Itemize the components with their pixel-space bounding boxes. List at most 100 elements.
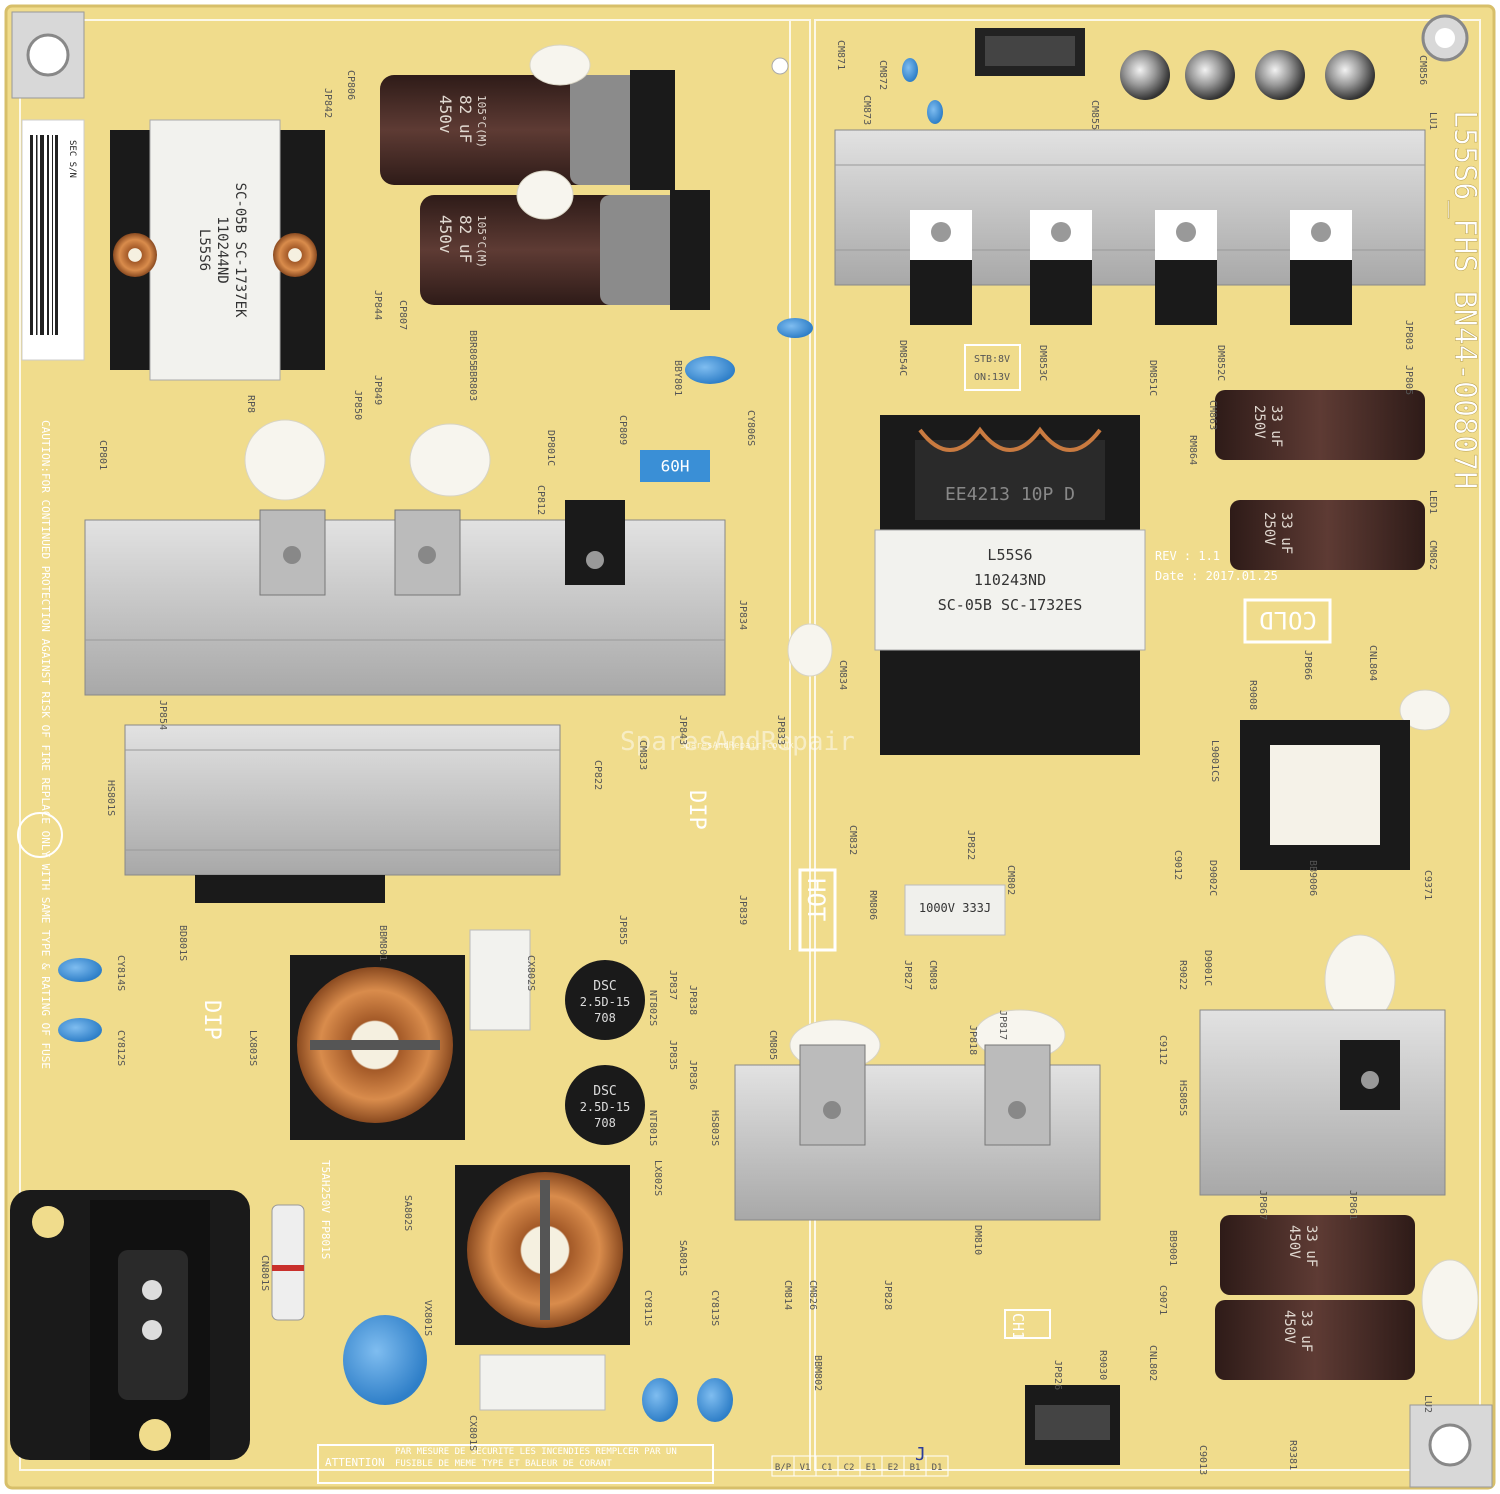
label-c9371: C9371 <box>1422 870 1433 900</box>
label-lx802s: LX802S <box>652 1160 663 1196</box>
main-transformer: EE4213 10P D L55S6 110243ND SC-05B SC-17… <box>874 415 1146 755</box>
label-jp842: JP842 <box>322 88 333 118</box>
label-cx801s: CX801S <box>467 1415 478 1451</box>
cap-right-low-1-voltage: 450V <box>1286 1225 1302 1259</box>
cap-top-temp: 105°C(M) <box>475 95 488 148</box>
label-jp828: JP828 <box>882 1280 893 1310</box>
label-cx802s: CX802S <box>525 955 536 991</box>
label-cm814: CM814 <box>782 1280 793 1310</box>
label-bbr803: BBR803 <box>467 365 478 401</box>
ch1-label: CH1 <box>1009 1313 1027 1340</box>
varistor <box>343 1315 427 1405</box>
small-electrolytic-caps-top <box>1120 50 1375 100</box>
label-jp805: JP805 <box>1403 365 1414 395</box>
cap-bottom-uf: 82 uF <box>456 215 475 263</box>
y-capacitors <box>58 58 943 1422</box>
cap-right-low-2: 450V 33 uF <box>1215 1300 1415 1380</box>
label-cm862: CM862 <box>1427 540 1438 570</box>
main-transformer-line-1: L55S6 <box>987 546 1032 564</box>
label-r9030: R9030 <box>1097 1350 1108 1380</box>
cap-right-mid: 250V 33 uF <box>1230 500 1425 570</box>
label-cm834: CM834 <box>837 660 848 690</box>
cap-right-low-1-uf: 33 uF <box>1303 1225 1319 1267</box>
label-dm851c: DM851C <box>1147 360 1158 396</box>
label-jp834: JP834 <box>737 600 748 630</box>
standby-voltage-box: STB:8V ON:13V <box>964 344 1021 391</box>
j-mark: J <box>915 1444 926 1465</box>
cap-top-uf: 82 uF <box>456 95 475 143</box>
label-jp822: JP822 <box>965 830 976 860</box>
thermistor-top: DSC 2.5D-15 708 <box>565 960 645 1040</box>
main-transformer-line-3: SC-05B SC-1732ES <box>938 596 1083 614</box>
top-connector <box>975 28 1085 76</box>
label-nt802s: NT802S <box>647 990 658 1026</box>
label-rm864: RM864 <box>1187 435 1198 465</box>
label-bb9001: BB9001 <box>1167 1230 1178 1266</box>
label-cp822: CP822 <box>592 760 603 790</box>
label-r9022: R9022 <box>1177 960 1188 990</box>
label-jp843: JP843 <box>677 715 688 745</box>
date-label: Date : 2017.01.25 <box>1155 569 1278 583</box>
label-led1: LED1 <box>1427 490 1438 514</box>
fuse <box>271 1204 305 1321</box>
label-dm854c: DM854C <box>897 340 908 376</box>
main-transformer-top-code: EE4213 10P D <box>945 484 1075 505</box>
cold-zone-marker: COLD <box>1243 598 1332 644</box>
label-lu2: LU2 <box>1422 1395 1433 1413</box>
cap-top-voltage: 450v <box>436 95 455 134</box>
label-dm853c: DM853C <box>1037 345 1048 381</box>
label-cm833: CM833 <box>637 740 648 770</box>
standby-transformer-line-1: L55S6 <box>196 229 212 271</box>
label-sa802s: SA802S <box>402 1195 413 1231</box>
label-jp861: JP861 <box>1347 1190 1358 1220</box>
label-cm826: CM826 <box>807 1280 818 1310</box>
rectifier-diodes <box>910 210 1352 325</box>
cold-label: COLD <box>1259 606 1317 634</box>
main-transformer-line-2: 110243ND <box>974 571 1046 589</box>
common-mode-choke-top <box>290 955 465 1140</box>
x-capacitor-top <box>469 929 531 1031</box>
primary-heatsink <box>84 500 726 696</box>
fuse-label: T5AH250V FP801S <box>319 1160 332 1259</box>
h09-label: H09 <box>661 456 690 475</box>
label-cm872: CM872 <box>877 60 888 90</box>
label-bbm802: BBM802 <box>812 1355 823 1391</box>
label-cy812s: CY812S <box>115 1030 126 1066</box>
label-c9071: C9071 <box>1157 1285 1168 1315</box>
label-jp835: JP835 <box>667 1040 678 1070</box>
attention-title: ATTENTION <box>325 1456 385 1469</box>
label-cm803: CM803 <box>927 960 938 990</box>
label-nt801s: NT801S <box>647 1110 658 1146</box>
cap-right-top-uf: 33 uF <box>1268 405 1284 447</box>
board-model-number: L55S6_FHS BN44-00807H <box>1447 110 1482 489</box>
center-heatsink <box>734 1044 1101 1221</box>
label-jp837: JP837 <box>667 970 678 1000</box>
cap-right-mid-voltage: 250V <box>1261 512 1277 546</box>
x-capacitor-bottom <box>479 1354 606 1411</box>
bulk-capacitor-bottom: 450v 82 uF 105°C(M) <box>420 190 710 310</box>
label-jp839: JP839 <box>737 895 748 925</box>
label-lx803s: LX803S <box>247 1030 258 1066</box>
common-mode-choke-bottom <box>455 1165 630 1345</box>
cap-right-low-2-voltage: 450V <box>1281 1310 1297 1344</box>
footer-code-0: B/P <box>775 1463 792 1473</box>
thermistor-bottom-1: DSC <box>593 1084 616 1099</box>
thermistor-top-2: 2.5D-15 <box>580 995 631 1009</box>
thermistor-top-1: DSC <box>593 979 616 994</box>
thermistor-bottom-2: 2.5D-15 <box>580 1100 631 1114</box>
attention-box: ATTENTION PAR MESURE DE SECURITE LES INC… <box>317 1444 714 1484</box>
label-cp806: CP806 <box>345 70 356 100</box>
label-cm832: CM832 <box>847 825 858 855</box>
label-c9013: C9013 <box>1197 1445 1208 1475</box>
watermark-site: SparesAndRepair.co.uk <box>680 741 794 751</box>
cap-right-low-2-uf: 33 uF <box>1298 1310 1314 1352</box>
label-cnl802: CNL802 <box>1147 1345 1158 1381</box>
label-jp844: JP844 <box>372 290 383 320</box>
label-cm863: CM863 <box>1207 400 1218 430</box>
standby-transformer-line-2: 110244ND <box>214 216 230 283</box>
label-hs805s: HS805S <box>1177 1080 1188 1116</box>
dip-label-center: DIP <box>684 790 709 830</box>
label-cnl804: CNL804 <box>1367 645 1378 681</box>
label-r9008: R9008 <box>1247 680 1258 710</box>
label-cy806s: CY806S <box>745 410 756 446</box>
